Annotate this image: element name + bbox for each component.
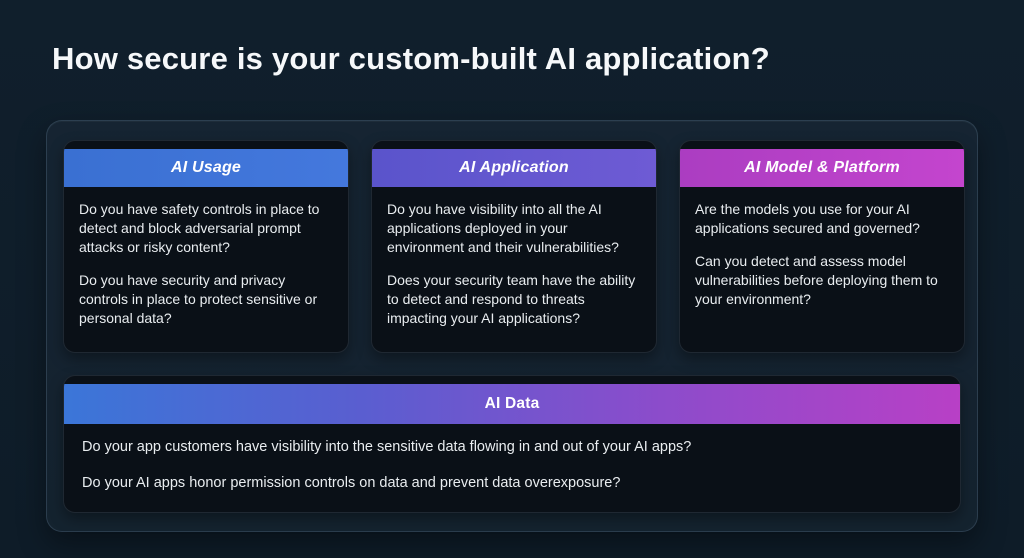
card-ai-application: AI Application Do you have visibility in… [371, 140, 657, 353]
card-paragraph: Do your app customers have visibility in… [82, 439, 692, 455]
card-body-ai-data: Do your app customers have visibility in… [64, 424, 960, 493]
card-paragraph: Do your AI apps honor permission control… [82, 474, 621, 491]
top-cards-row: AI Usage Do you have safety controls in … [63, 140, 965, 353]
card-header-ai-data: AI Data [64, 384, 960, 424]
card-header-ai-application: AI Application [372, 149, 656, 187]
card-paragraph: Can you detect and assess model vulnerab… [695, 253, 938, 308]
card-ai-data: AI Data Do your app customers have visib… [63, 375, 961, 513]
card-paragraph: Do you have safety controls in place to … [79, 201, 320, 256]
card-body-ai-application: Do you have visibility into all the AI a… [372, 187, 656, 328]
page-title: How secure is your custom-built AI appli… [52, 41, 770, 76]
card-header-ai-model-platform: AI Model & Platform [680, 149, 964, 187]
card-ai-usage: AI Usage Do you have safety controls in … [63, 140, 349, 353]
card-ai-model-platform: AI Model & Platform Are the models you u… [679, 140, 965, 353]
card-header-ai-usage: AI Usage [64, 149, 348, 187]
card-body-ai-model-platform: Are the models you use for your AI appli… [680, 187, 964, 309]
card-paragraph: Do you have security and privacy control… [79, 272, 318, 327]
card-paragraph: Do you have visibility into all the AI a… [387, 201, 619, 256]
cards-panel: AI Usage Do you have safety controls in … [46, 120, 978, 532]
card-paragraph: Are the models you use for your AI appli… [695, 201, 920, 237]
card-paragraph: Does your security team have the ability… [387, 272, 636, 327]
card-body-ai-usage: Do you have safety controls in place to … [64, 187, 348, 328]
